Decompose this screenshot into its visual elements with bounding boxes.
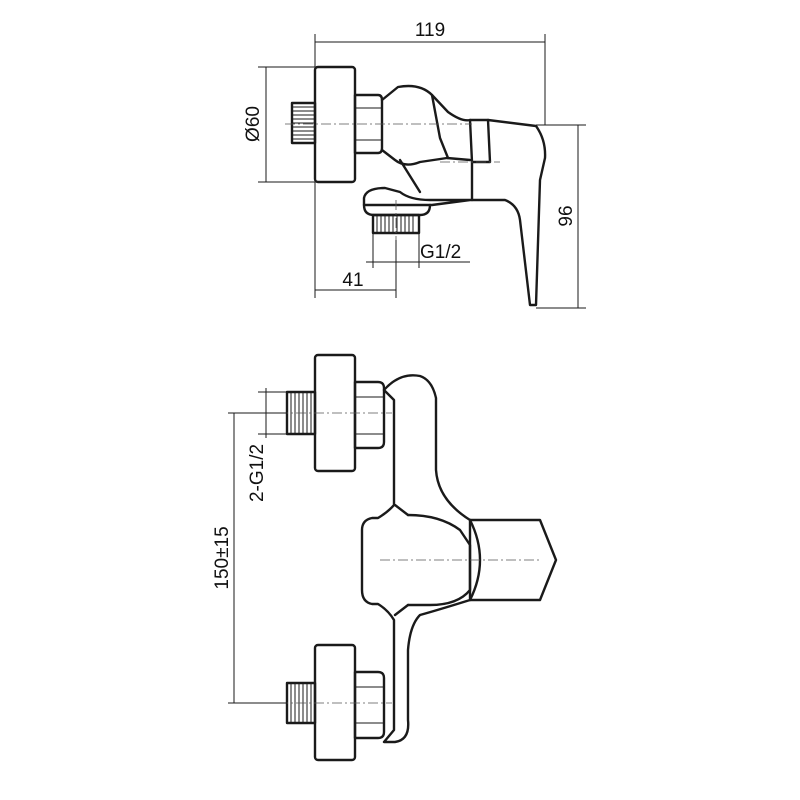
dim-overall-depth-label: 119 xyxy=(415,20,445,41)
dim-inlet-thread-label: 2-G1/2 xyxy=(247,444,268,502)
dim-outlet-offset-label: 41 xyxy=(342,270,363,291)
side-hex-nut xyxy=(353,93,384,155)
dim-center-distance-label: 150±15 xyxy=(212,526,233,589)
dim-outlet-thread-label: G1/2 xyxy=(420,242,461,263)
dim-outlet-thread: G1/2 xyxy=(366,233,470,268)
side-flange xyxy=(313,65,357,184)
lower-flange xyxy=(313,643,357,762)
dim-height-label: 96 xyxy=(556,205,577,226)
dim-base-diameter-label: Ø60 xyxy=(243,106,264,142)
dim-overall-depth: 119 xyxy=(314,20,546,125)
dim-center-distance: 150±15 xyxy=(212,412,287,704)
lower-hex-nut xyxy=(353,670,386,740)
dim-base-diameter: Ø60 xyxy=(243,66,315,183)
dim-inlet-thread: 2-G1/2 xyxy=(247,388,287,502)
side-view: 119 Ø60 96 G1/2 41 xyxy=(243,20,586,309)
dim-outlet-offset: 41 xyxy=(314,182,397,298)
top-lever-handle xyxy=(468,518,558,602)
dim-height: 96 xyxy=(536,124,586,309)
upper-hex-nut xyxy=(353,380,386,450)
side-lever-handle xyxy=(468,118,547,307)
side-inlet-thread xyxy=(290,101,317,145)
side-outlet-connector xyxy=(362,203,432,235)
top-view: 2-G1/2 150±15 xyxy=(212,353,558,762)
side-mixer-body xyxy=(362,84,474,207)
